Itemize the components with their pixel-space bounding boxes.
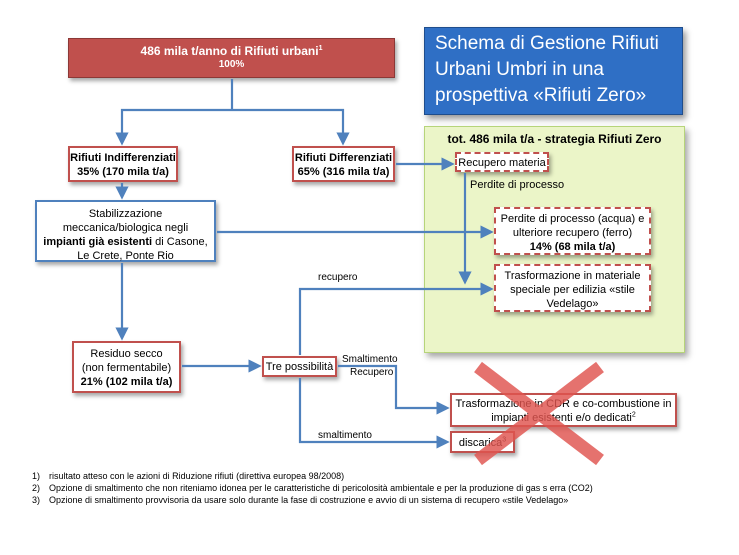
footnotes: 1) risultato atteso con le azioni di Rid…: [32, 470, 712, 506]
tre-possibilita-box: Tre possibilità: [262, 356, 337, 377]
smaltimento-edge-label-1: Smaltimento: [342, 354, 398, 365]
footnote-1-num: 1): [32, 471, 41, 481]
differenziati-box: Rifiuti Differenziati 65% (316 mila t/a): [292, 146, 395, 182]
diagram-title: Schema di Gestione Rifiuti Urbani Umbri …: [424, 27, 683, 115]
smaltimento-edge-label: smaltimento: [318, 430, 372, 441]
residuo-value: 21% (102 mila t/a): [80, 376, 173, 388]
footnote-1-text: risultato atteso con le azioni di Riduzi…: [49, 471, 345, 481]
perdite-box: Perdite di processo (acqua) e ulteriore …: [494, 207, 651, 255]
rejection-cross: [474, 361, 604, 466]
vedelago-box: Trasformazione in materiale speciale per…: [494, 264, 651, 312]
edge-top-to-indiff: [115, 108, 232, 146]
edge-tre-to-cdr: [338, 364, 450, 415]
perdite-box-value: 14% (68 mila t/a): [529, 241, 616, 253]
total-waste-label: 486 mila t/anno di Rifiuti urbani: [140, 44, 319, 58]
indifferenziati-label: Rifiuti Indifferenziati: [70, 152, 176, 164]
total-waste-box: 486 mila t/anno di Rifiuti urbani1 100%: [68, 38, 395, 78]
diagram-title-text: Schema di Gestione Rifiuti Urbani Umbri …: [435, 33, 659, 106]
footnote-1: 1) risultato atteso con le azioni di Rid…: [32, 470, 712, 482]
residuo-sub: (non fermentabile): [81, 362, 172, 374]
differenziati-label: Rifiuti Differenziati: [294, 152, 393, 164]
stabilizzazione-text-bold: impianti già esistenti: [43, 236, 153, 248]
recupero-edge-label-2: Recupero: [350, 367, 394, 378]
perdite-box-text: Perdite di processo (acqua) e ulteriore …: [500, 213, 645, 239]
footnote-3-text: Opzione di smaltimento provvisoria da us…: [49, 495, 569, 505]
edge-top-to-diff: [232, 108, 350, 146]
tre-possibilita-label: Tre possibilità: [265, 361, 334, 373]
recupero-materia-label: Recupero materia: [458, 157, 546, 169]
indifferenziati-value: 35% (170 mila t/a): [77, 166, 169, 178]
recupero-materia-box: Recupero materia: [455, 152, 549, 172]
panel-title: tot. 486 mila t/a - strategia Rifiuti Ze…: [447, 132, 662, 146]
stabilizzazione-box: Stabilizzazione meccanica/biologica negl…: [35, 200, 216, 262]
stabilizzazione-text-1: Stabilizzazione meccanica/biologica negl…: [62, 208, 189, 234]
residuo-secco-box: Residuo secco (non fermentabile) 21% (10…: [72, 341, 181, 393]
stabilizzazione-text-2: di Casone, Le Crete, Ponte Rio: [77, 236, 208, 262]
vedelago-text: Trasformazione in materiale speciale per…: [504, 270, 641, 310]
footnote-2-text: Opzione di smaltimento che non riteniamo…: [49, 483, 593, 493]
recupero-edge-label: recupero: [318, 272, 358, 283]
perdite-di-processo-label: Perdite di processo: [470, 179, 565, 191]
footnote-3-num: 3): [32, 495, 41, 505]
footnote-3: 3) Opzione di smaltimento provvisoria da…: [32, 494, 712, 506]
differenziati-value: 65% (316 mila t/a): [297, 166, 390, 178]
footnote-2: 2) Opzione di smaltimento che non riteni…: [32, 482, 712, 494]
residuo-label: Residuo secco: [90, 348, 163, 360]
edge-tre-to-vedelago: [298, 282, 494, 355]
edge-tre-to-discarica: [298, 378, 450, 449]
total-waste-percent: 100%: [218, 59, 245, 70]
indifferenziati-box: Rifiuti Indifferenziati 35% (170 mila t/…: [68, 146, 178, 182]
cdr-text-1: Trasformazione in CDR e co-combustione i…: [455, 398, 672, 410]
footnote-2-num: 2): [32, 483, 41, 493]
footnote-ref-2: 2: [631, 411, 636, 419]
footnote-ref-1: 1: [318, 45, 323, 52]
